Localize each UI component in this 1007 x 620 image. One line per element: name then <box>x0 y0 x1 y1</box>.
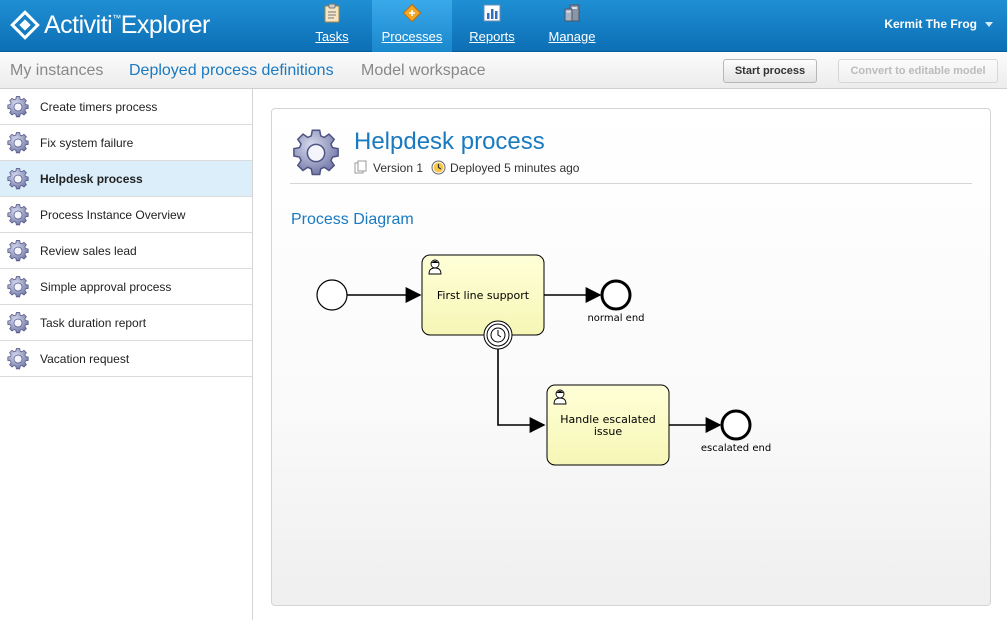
list-item[interactable]: Create timers process <box>0 89 252 125</box>
task-label-line1: Handle escalated <box>560 413 655 426</box>
end-event-label: normal end <box>587 313 644 324</box>
tab-model-workspace[interactable]: Model workspace <box>361 62 486 79</box>
activiti-logo-icon <box>10 10 40 40</box>
bar-chart-icon <box>483 4 501 22</box>
start-process-button[interactable]: Start process <box>723 59 817 83</box>
process-meta: Version 1 Deployed 5 minutes ago <box>354 160 579 175</box>
clock-icon <box>431 160 446 175</box>
end-event-normal[interactable] <box>600 279 632 311</box>
divider <box>290 183 972 184</box>
deployed-label: Deployed 5 minutes ago <box>450 160 580 175</box>
task-label-line2: issue <box>594 425 622 438</box>
gear-icon <box>6 347 30 371</box>
nav-manage[interactable]: Manage <box>532 0 612 52</box>
task-label: First line support <box>437 289 530 302</box>
app-title: Activiti™Explorer <box>44 10 210 39</box>
nav-label: Manage <box>548 29 596 44</box>
nav-label: Tasks <box>315 29 349 44</box>
list-item[interactable]: Simple approval process <box>0 269 252 305</box>
process-definition-list: Create timers process Fix system failure… <box>0 89 253 620</box>
page-title: Helpdesk process <box>354 128 545 155</box>
versions-icon <box>354 160 367 174</box>
list-item[interactable]: Fix system failure <box>0 125 252 161</box>
clipboard-icon <box>324 3 340 23</box>
sequence-flow <box>497 349 546 433</box>
version-label: Version 1 <box>373 160 424 175</box>
app-logo[interactable]: Activiti™Explorer <box>10 9 210 41</box>
chevron-down-icon <box>985 21 993 27</box>
gear-icon <box>6 239 30 263</box>
list-item-label: Vacation request <box>40 351 130 366</box>
task-handle-escalated-issue[interactable]: Handle escalated issue <box>546 384 670 466</box>
list-item-label: Process Instance Overview <box>40 207 186 222</box>
user-task-icon <box>428 259 442 275</box>
gear-icon <box>6 167 30 191</box>
user-name: Kermit The Frog <box>884 17 977 31</box>
gear-icon <box>6 131 30 155</box>
top-header: Activiti™Explorer Tasks Processes <box>0 0 1007 52</box>
process-detail-panel: Helpdesk process Version 1 Deployed 5 mi… <box>271 108 991 606</box>
list-item-label: Helpdesk process <box>40 171 143 186</box>
main-nav: Tasks Processes Reports <box>292 0 612 52</box>
nav-processes[interactable]: Processes <box>372 0 452 52</box>
convert-to-editable-model-button[interactable]: Convert to editable model <box>838 59 998 83</box>
timer-boundary-event[interactable] <box>483 320 513 350</box>
process-diagram-title: Process Diagram <box>291 211 414 228</box>
user-task-icon <box>553 389 567 405</box>
user-menu[interactable]: Kermit The Frog <box>884 17 993 31</box>
end-event-escalated[interactable] <box>720 409 752 441</box>
list-item-label: Task duration report <box>40 315 147 330</box>
server-icon <box>564 4 580 22</box>
nav-label: Reports <box>469 29 515 44</box>
list-item[interactable]: Task duration report <box>0 305 252 341</box>
tab-my-instances[interactable]: My instances <box>10 62 104 79</box>
list-item-label: Review sales lead <box>40 243 137 258</box>
gear-icon <box>6 275 30 299</box>
sub-toolbar: My instances Deployed process definition… <box>0 53 1007 89</box>
list-item[interactable]: Review sales lead <box>0 233 252 269</box>
list-item-label: Fix system failure <box>40 135 134 150</box>
list-item-label: Create timers process <box>40 99 158 114</box>
end-event-label: escalated end <box>701 443 771 454</box>
start-event[interactable] <box>316 279 348 311</box>
list-item[interactable]: Helpdesk process <box>0 161 252 197</box>
list-item[interactable]: Vacation request <box>0 341 252 377</box>
gear-icon <box>6 95 30 119</box>
nav-tasks[interactable]: Tasks <box>292 0 372 52</box>
tab-deployed-process-definitions[interactable]: Deployed process definitions <box>129 62 334 79</box>
list-item[interactable]: Process Instance Overview <box>0 197 252 233</box>
list-item-label: Simple approval process <box>40 279 172 294</box>
gear-icon <box>290 127 342 179</box>
nav-label: Processes <box>381 29 443 44</box>
task-first-line-support[interactable]: First line support <box>421 254 545 336</box>
nav-reports[interactable]: Reports <box>452 0 532 52</box>
gear-icon <box>6 311 30 335</box>
process-diamond-icon <box>402 3 422 23</box>
process-diagram: First line support normal end Handle esc… <box>316 254 771 466</box>
gear-icon <box>6 203 30 227</box>
